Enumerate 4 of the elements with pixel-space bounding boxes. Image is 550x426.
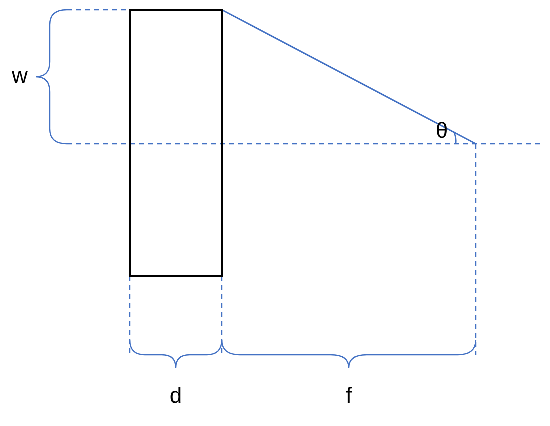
- distance-label: f: [346, 385, 352, 407]
- width-label: w: [12, 65, 28, 87]
- rectangle: [129, 9, 223, 277]
- depth-label: d: [170, 385, 182, 407]
